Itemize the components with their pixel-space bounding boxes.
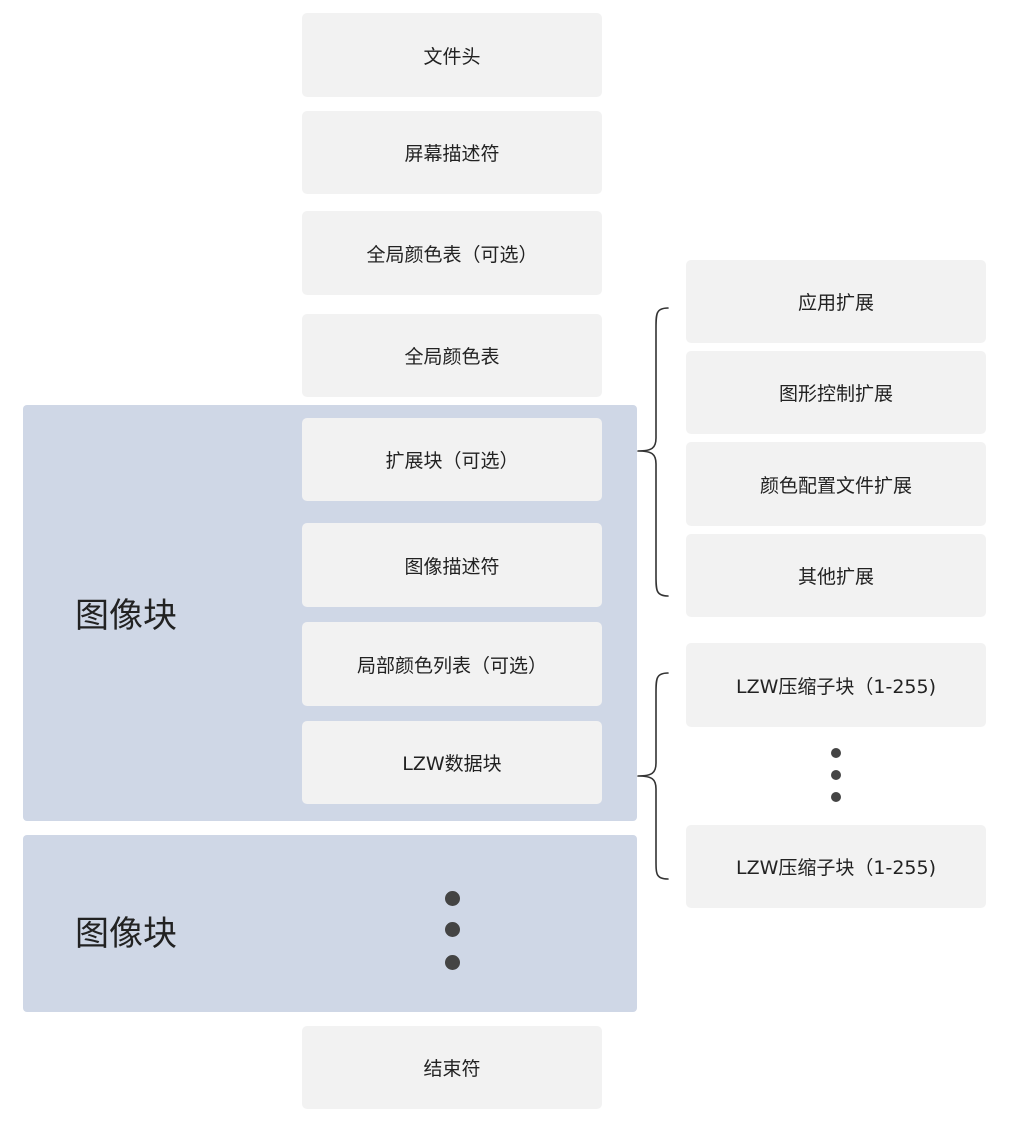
- ellipsis-dot: [445, 922, 460, 937]
- extension-block-label: 扩展块（可选）: [385, 450, 519, 472]
- lzw-subblock-first-label: LZW压缩子块（1-255): [735, 675, 936, 698]
- extension-item: 其他扩展: [686, 534, 986, 617]
- lzw-data-block-label: LZW数据块: [402, 753, 502, 775]
- ellipsis-dot: [831, 770, 841, 780]
- global-color-table-box: 全局颜色表: [302, 314, 602, 397]
- global-color-table-label: 全局颜色表: [404, 346, 500, 368]
- extension-item-label: 图形控制扩展: [778, 383, 893, 405]
- image-block-label: 图像块: [75, 596, 177, 636]
- extension-brace: [637, 307, 669, 597]
- terminator-box: 结束符: [302, 1026, 602, 1109]
- ellipsis-dot: [445, 955, 460, 970]
- image-descriptor-box: 图像描述符: [302, 523, 602, 607]
- image-block-repeat-group: [23, 835, 637, 1012]
- global-color-table-optional-label: 全局颜色表（可选）: [366, 243, 538, 266]
- ellipsis-dot: [445, 891, 460, 906]
- lzw-subblock-last-label: LZW压缩子块（1-255): [735, 857, 936, 879]
- image-block-repeat-label: 图像块: [75, 914, 177, 954]
- lzw-subblock-first: LZW压缩子块（1-255): [686, 643, 986, 727]
- extension-item: 应用扩展: [686, 260, 986, 343]
- extension-item: 图形控制扩展: [686, 351, 986, 434]
- ellipsis-dot: [831, 792, 841, 802]
- screen-descriptor-box: 屏幕描述符: [302, 111, 602, 194]
- ellipsis-dot: [831, 748, 841, 758]
- lzw-data-block-box: LZW数据块: [302, 721, 602, 804]
- extension-item-label: 应用扩展: [797, 292, 874, 314]
- extension-item-label: 颜色配置文件扩展: [759, 474, 912, 497]
- global-color-table-optional-box: 全局颜色表（可选）: [302, 211, 602, 295]
- local-color-table-box: 局部颜色列表（可选）: [302, 622, 602, 706]
- lzw-subblock-brace: [637, 672, 669, 880]
- screen-descriptor-label: 屏幕描述符: [404, 143, 500, 165]
- file-header-box: 文件头: [302, 13, 602, 97]
- extension-item: 颜色配置文件扩展: [686, 442, 986, 526]
- file-header-label: 文件头: [423, 45, 481, 68]
- extension-block-box: 扩展块（可选）: [302, 418, 602, 501]
- extension-item-label: 其他扩展: [797, 566, 874, 588]
- local-color-table-label: 局部颜色列表（可选）: [356, 654, 547, 677]
- lzw-subblock-last: LZW压缩子块（1-255): [686, 825, 986, 908]
- image-descriptor-label: 图像描述符: [404, 555, 500, 578]
- terminator-label: 结束符: [423, 1058, 481, 1080]
